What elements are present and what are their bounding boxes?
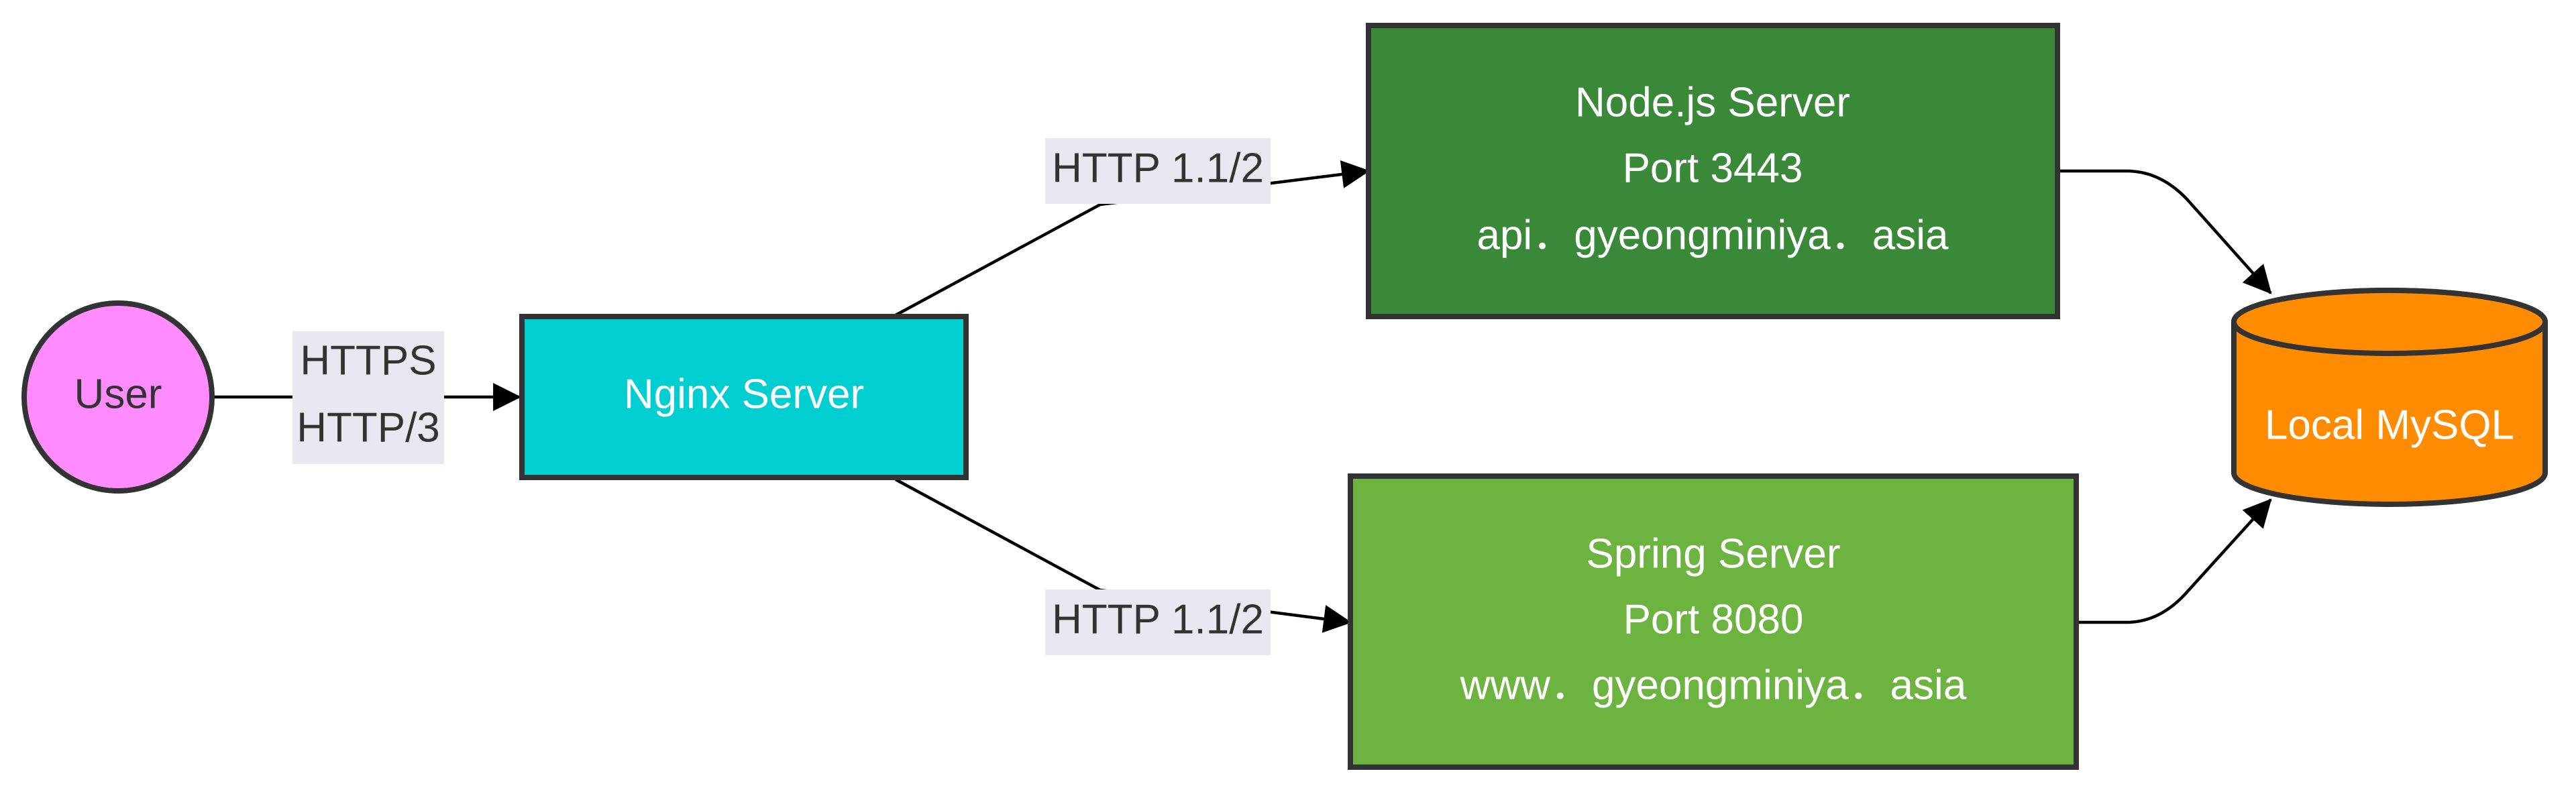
nodejs-domain: api．gyeongminiya．asia [1477, 212, 1949, 258]
node-nodejs-server: Node.js Server Port 3443 api．gyeongminiy… [1366, 23, 2060, 319]
mysql-cylinder-top [2231, 288, 2548, 356]
edge-spring-to-mysql [2078, 498, 2272, 624]
node-user: User [21, 300, 215, 494]
edge-label-background [1045, 589, 1271, 655]
nginx-label: Nginx Server [624, 371, 864, 417]
edge-label-user-nginx: HTTPS HTTP/3 [292, 331, 444, 464]
user-label: User [74, 371, 162, 417]
edge-label-line-http3: HTTP/3 [297, 404, 440, 451]
spring-box [1348, 473, 2079, 770]
edge-label-nginx-spring: HTTP 1.1/2 [1045, 589, 1271, 655]
nginx-box [519, 314, 969, 480]
edge-label-http-spring: HTTP 1.1/2 [1052, 596, 1264, 642]
edge-label-line-https: HTTPS [300, 337, 436, 384]
mysql-label: Local MySQL [2265, 402, 2514, 448]
edge-label-nginx-node: HTTP 1.1/2 [1045, 138, 1271, 204]
nodejs-title: Node.js Server [1575, 79, 1850, 125]
spring-title: Spring Server [1586, 530, 1840, 577]
spring-domain: www．gyeongminiya．asia [1460, 662, 1967, 708]
edge-label-background [292, 331, 444, 464]
nodejs-port: Port 3443 [1623, 145, 1803, 191]
node-local-mysql: Local MySQL [2231, 288, 2548, 507]
edge-nginx-to-node [894, 160, 1371, 317]
edge-label-http-node: HTTP 1.1/2 [1052, 145, 1264, 191]
spring-port: Port 8080 [1623, 596, 1804, 642]
node-nginx-server: Nginx Server [519, 314, 969, 480]
edge-label-background [1045, 138, 1271, 204]
edge-node-to-mysql [2059, 169, 2272, 294]
user-circle [21, 300, 215, 494]
node-spring-server: Spring Server Port 8080 www．gyeongminiya… [1348, 473, 2079, 770]
nodejs-box [1366, 23, 2060, 319]
